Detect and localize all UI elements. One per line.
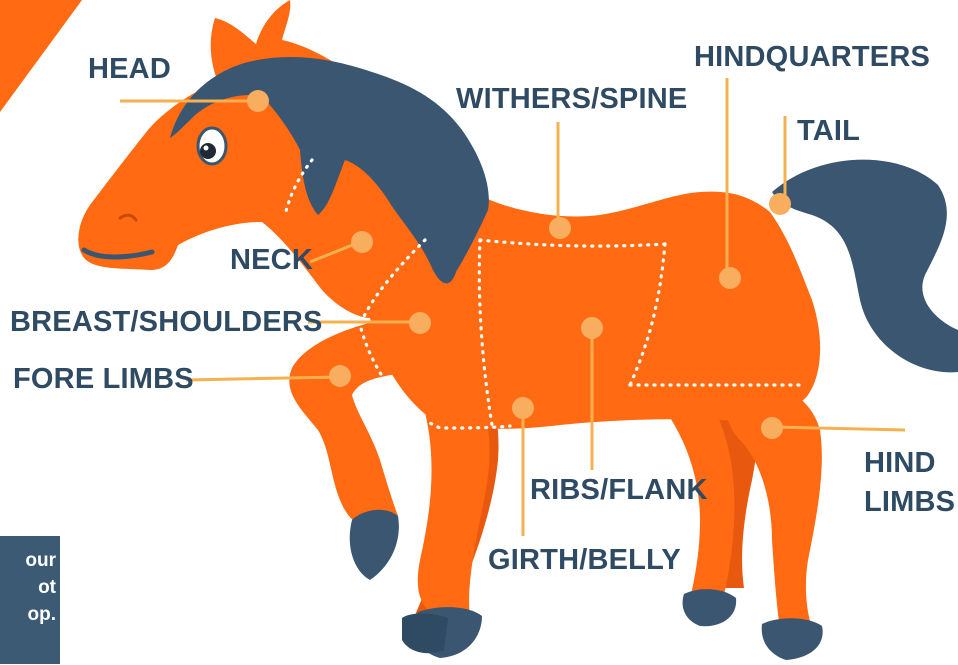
marker-breast (409, 312, 431, 334)
label-breast-shoulders: BREAST/SHOULDERS (10, 305, 323, 339)
label-hindquarters: HINDQUARTERS (694, 40, 930, 74)
hoof-far-front (402, 614, 448, 654)
note-line-2: ot (0, 574, 60, 601)
hoof-hind-inner (683, 589, 737, 626)
marker-ribs (581, 317, 603, 339)
label-girth-belly: GIRTH/BELLY (488, 543, 681, 577)
marker-girth (512, 397, 534, 419)
label-neck: NECK (230, 243, 313, 277)
horse-eye-highlight (204, 146, 209, 151)
marker-fore-limbs (329, 365, 351, 387)
hoof-raised-front (350, 510, 399, 580)
corner-accent (0, 0, 82, 112)
marker-head (247, 90, 269, 112)
marker-withers (549, 217, 571, 239)
label-head: HEAD (88, 52, 171, 86)
label-hind-limbs-line-2: LIMBS (864, 483, 955, 522)
label-fore-limbs: FORE LIMBS (13, 362, 194, 396)
info-note-box: our ot op. (0, 536, 60, 664)
note-line-1: our (0, 547, 60, 574)
marker-hind-limbs (761, 417, 783, 439)
marker-tail (769, 193, 791, 215)
label-withers-spine: WITHERS/SPINE (456, 82, 687, 116)
label-hind-limbs-line-1: HIND (864, 444, 955, 483)
marker-hindquarters (719, 267, 741, 289)
label-tail: TAIL (797, 114, 860, 148)
hoof-hind (762, 618, 823, 660)
note-line-3: op. (0, 601, 60, 628)
marker-neck (351, 231, 373, 253)
label-ribs-flank: RIBS/FLANK (530, 473, 708, 507)
label-hind-limbs: HIND LIMBS (864, 444, 955, 522)
horse-eye-pupil (200, 143, 216, 159)
